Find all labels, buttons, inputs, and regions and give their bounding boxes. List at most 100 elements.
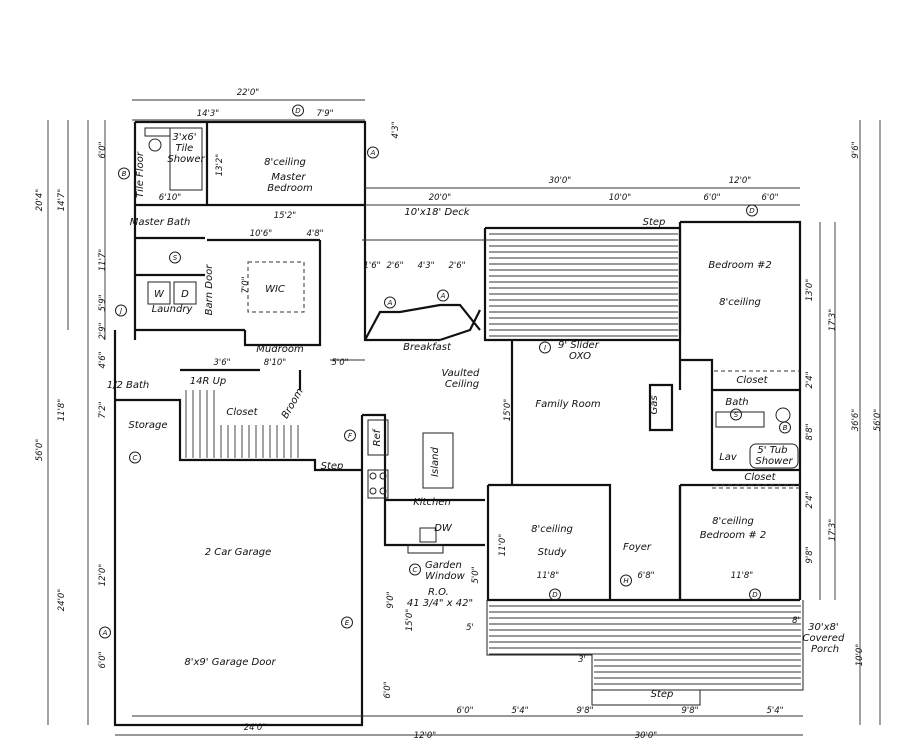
callout-circle-icon (341, 616, 353, 629)
room-label: Tile Floor (135, 151, 146, 198)
room-label: 8'x9' Garage Door (184, 657, 276, 668)
room-label: Closet (736, 375, 768, 386)
room-label: 14R Up (190, 376, 227, 387)
refrigerator (367, 419, 389, 456)
callout-tag: S (734, 411, 739, 419)
dryer (173, 281, 197, 305)
dimension-label: 6'10" (159, 193, 182, 203)
dimension-label: 5'4" (511, 706, 528, 716)
room-label: 8'ceiling (712, 516, 754, 527)
callout-tag: A (387, 299, 393, 307)
room-label: 3'x6' Tile Shower (167, 132, 205, 165)
room-label: 1/2 Bath (107, 380, 150, 391)
toilet-icon (775, 407, 791, 423)
dimension-label: 6'0" (98, 141, 108, 158)
dimension-label: 2'6" (448, 261, 465, 271)
callout-circle-icon (539, 341, 551, 354)
dimension-label: 9'8" (681, 706, 698, 716)
dimension-label: 7'0" (241, 276, 251, 293)
dimension-label: 9'6" (851, 141, 861, 158)
callout-circle-icon (749, 588, 761, 601)
kitchen-sink (419, 527, 437, 543)
dimension-label: 3'6" (213, 358, 230, 368)
room-label: 10'x18' Deck (404, 207, 470, 218)
dimension-label: 6'0" (703, 193, 720, 203)
callout-tag: D (295, 107, 301, 115)
callout-circle-icon (730, 408, 742, 421)
room-label: Step (643, 217, 666, 228)
callout-tag: A (102, 629, 108, 637)
room-label: 30'x8' Covered Porch (803, 622, 848, 655)
dimension-label: 20'4" (35, 189, 45, 212)
callout-circle-icon (292, 104, 304, 117)
fixtures (144, 127, 800, 554)
callout-circle-icon (129, 451, 141, 464)
dimension-label: 2'9" (98, 322, 108, 339)
callout-tag: I (544, 344, 546, 352)
dimension-label: 24'0" (57, 589, 67, 612)
dimension-label: 6'0" (383, 681, 393, 698)
room-label: Storage (128, 420, 167, 431)
dimension-label: 9'8" (805, 546, 815, 563)
dimension-label: 11'8" (537, 571, 560, 581)
dimension-label: 4'3" (417, 261, 434, 271)
callout-tag: D (752, 591, 758, 599)
callout-circle-icon (99, 626, 111, 639)
room-label: Study (538, 547, 568, 558)
dimension-label: 13'0" (805, 279, 815, 302)
callout-circle-icon (169, 251, 181, 264)
room-label: Kitchen (413, 497, 451, 508)
wic-shelf (247, 261, 305, 313)
dimension-lines (47, 99, 881, 736)
dimension-label: 12'0" (729, 176, 752, 186)
room-label: Laundry (152, 304, 194, 315)
room-label: Closet (226, 407, 258, 418)
dimension-label: 3' (578, 655, 586, 665)
dimension-label: 12'0" (98, 564, 108, 587)
room-label: Island (430, 446, 441, 476)
dimension-label: 2'6" (386, 261, 403, 271)
dimension-label: 5'4" (766, 706, 783, 716)
dimension-label: 14'7" (57, 189, 67, 212)
dimension-label: 17'3" (828, 519, 838, 542)
callout-circle-icon (367, 146, 379, 159)
dimension-label: 20'0" (429, 193, 452, 203)
room-label: 9' Slider OXO (558, 340, 602, 362)
callout-tag: S (173, 254, 178, 262)
room-label: D (181, 289, 189, 300)
callout-tag: F (348, 432, 353, 440)
dimension-label: 30'0" (549, 176, 572, 186)
toilet-icon (148, 138, 162, 152)
dimension-label: 11'8" (731, 571, 754, 581)
callout-tag: J (118, 307, 122, 315)
callout-tag: C (133, 454, 138, 462)
room-label: W (154, 289, 165, 300)
room-label: Step (321, 461, 344, 472)
dimension-label: 24'0" (244, 723, 267, 733)
room-label: Vaulted Ceiling (441, 368, 482, 390)
room-label: Foyer (623, 542, 652, 553)
dimension-label: 17'3" (828, 309, 838, 332)
dimension-label: 56'0" (35, 439, 45, 462)
dimension-label: 5'0" (471, 566, 481, 583)
dimension-label: 11'7" (98, 249, 108, 272)
dimension-label: 22'0" (237, 88, 260, 98)
dimension-label: 9'8" (576, 706, 593, 716)
dimension-label: 8' (792, 616, 800, 626)
room-label: Garden Window (425, 560, 466, 582)
dimension-label: 6'0" (761, 193, 778, 203)
room-label: Broom (280, 387, 306, 421)
dimension-label: 11'8" (57, 399, 67, 422)
dimension-label: 8'10" (264, 358, 287, 368)
kitchen-island (422, 432, 454, 489)
dimension-label: 5' (466, 623, 474, 633)
room-label: Closet (744, 472, 776, 483)
walls (113, 120, 802, 727)
callout-circle-icon (409, 563, 421, 576)
dimension-label: 7'2" (98, 401, 108, 418)
callout-tag: E (345, 619, 350, 627)
callout-tag: D (749, 207, 755, 215)
room-label: Step (651, 689, 674, 700)
callout-circle-icon (437, 289, 449, 302)
